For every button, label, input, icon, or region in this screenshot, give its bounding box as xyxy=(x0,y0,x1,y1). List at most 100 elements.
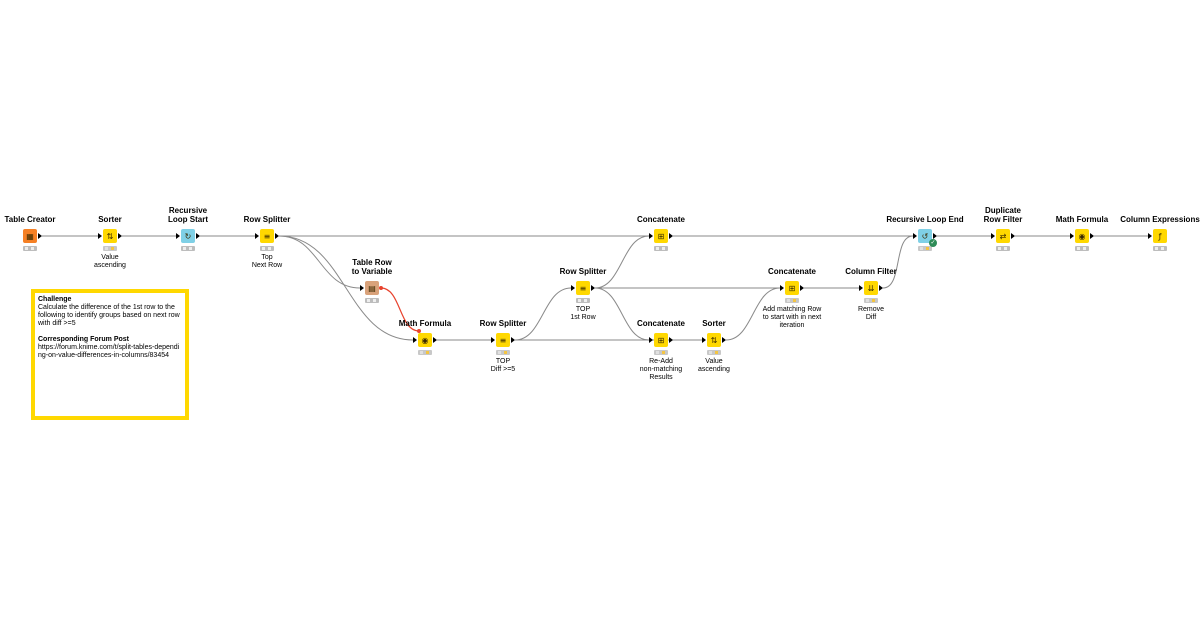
node-description: Value ascending xyxy=(698,358,730,373)
output-port[interactable] xyxy=(800,285,804,291)
input-port[interactable] xyxy=(491,337,495,343)
output-port[interactable] xyxy=(118,233,122,239)
node-status-indicator xyxy=(181,246,195,251)
connection-row-splitter-1-to-table-row-to-variable[interactable] xyxy=(278,235,361,289)
sorter-1-icon[interactable]: ⇅ xyxy=(103,229,117,243)
node-title: Math Formula xyxy=(398,319,452,328)
node-status-indicator xyxy=(496,350,510,355)
node-title: Column Filter xyxy=(845,267,897,276)
table-row-to-variable-icon[interactable]: ▤ xyxy=(365,281,379,295)
node-title: Row Splitter xyxy=(243,215,291,224)
node-title: Concatenate xyxy=(636,319,685,328)
concatenate-1-icon[interactable]: ⊞ xyxy=(654,229,668,243)
input-port[interactable] xyxy=(1070,233,1074,239)
node-description: Top Next Row xyxy=(251,254,283,269)
node-description: Re-Add non-matching Results xyxy=(639,358,683,381)
duplicate-row-filter-icon[interactable]: ⇄ xyxy=(996,229,1010,243)
connection-layer xyxy=(42,235,1148,341)
output-port[interactable] xyxy=(591,285,595,291)
node-status-indicator xyxy=(654,246,668,251)
connection-row-splitter-1-to-math-formula-1[interactable] xyxy=(278,235,414,341)
connection-row-splitter-2-to-row-splitter-3[interactable] xyxy=(514,287,572,341)
connection-sorter-2-to-concatenate-3[interactable] xyxy=(725,287,781,341)
output-port[interactable] xyxy=(722,337,726,343)
sorter-2-icon[interactable]: ⇅ xyxy=(707,333,721,347)
node-title: Table Row to Variable xyxy=(351,258,393,276)
row-splitter-1-icon[interactable]: ≡ xyxy=(260,229,274,243)
node-description: Value ascending xyxy=(94,254,126,269)
output-port[interactable] xyxy=(669,337,673,343)
annotation-heading: Challenge xyxy=(38,296,72,303)
math-formula-2-icon[interactable]: ◉ xyxy=(1075,229,1089,243)
recursive-loop-end-icon[interactable]: ↺ xyxy=(918,229,932,243)
input-port[interactable] xyxy=(176,233,180,239)
input-port[interactable] xyxy=(649,337,653,343)
output-port[interactable] xyxy=(1011,233,1015,239)
column-expressions-icon[interactable]: ƒ xyxy=(1153,229,1167,243)
node-title: Column Expressions xyxy=(1120,215,1200,224)
annotation-text: Calculate the difference of the 1st row … xyxy=(38,304,180,327)
input-port[interactable] xyxy=(571,285,575,291)
input-port[interactable] xyxy=(413,337,417,343)
connection-column-filter-to-recursive-loop-end[interactable] xyxy=(882,235,914,289)
connection-row-splitter-3-to-concatenate-2[interactable] xyxy=(594,287,650,341)
challenge-annotation[interactable]: Challenge Calculate the difference of th… xyxy=(31,289,189,420)
output-port[interactable] xyxy=(669,233,673,239)
input-port[interactable] xyxy=(780,285,784,291)
input-port[interactable] xyxy=(98,233,102,239)
node-title: Math Formula xyxy=(1055,215,1109,224)
concatenate-2-icon[interactable]: ⊞ xyxy=(654,333,668,347)
input-port[interactable] xyxy=(702,337,706,343)
input-port[interactable] xyxy=(859,285,863,291)
table-creator-icon[interactable]: ▦ xyxy=(23,229,37,243)
math-formula-1-icon[interactable]: ◉ xyxy=(418,333,432,347)
variable-input-port[interactable] xyxy=(417,329,421,333)
row-splitter-2-icon[interactable]: ≡ xyxy=(496,333,510,347)
input-port[interactable] xyxy=(991,233,995,239)
node-title: Table Creator xyxy=(4,215,56,224)
connection-row-splitter-3-to-concatenate-1[interactable] xyxy=(594,235,650,289)
row-splitter-3-icon[interactable]: ≡ xyxy=(576,281,590,295)
node-status-indicator xyxy=(707,350,721,355)
node-description: Add matching Row to start with in next i… xyxy=(762,306,822,329)
annotation-link-heading: Corresponding Forum Post xyxy=(38,336,129,343)
output-port[interactable] xyxy=(433,337,437,343)
node-status-indicator xyxy=(918,246,932,251)
node-title: Row Splitter xyxy=(559,267,607,276)
node-title: Duplicate Row Filter xyxy=(983,206,1023,224)
node-status-indicator xyxy=(864,298,878,303)
node-status-indicator xyxy=(365,298,379,303)
output-port[interactable] xyxy=(196,233,200,239)
output-port[interactable] xyxy=(933,233,937,239)
node-status-indicator xyxy=(23,246,37,251)
input-port[interactable] xyxy=(255,233,259,239)
node-description: TOP 1st Row xyxy=(570,306,596,321)
annotation-link[interactable]: https://forum.knime.com/t/split-tables-d… xyxy=(38,344,180,359)
output-port[interactable] xyxy=(38,233,42,239)
concatenate-3-icon[interactable]: ⊞ xyxy=(785,281,799,295)
connection-table-row-to-variable-to-math-formula-1[interactable] xyxy=(380,287,420,332)
input-port[interactable] xyxy=(649,233,653,239)
input-port[interactable] xyxy=(360,285,364,291)
node-title: Recursive Loop End xyxy=(886,215,964,224)
node-title: Concatenate xyxy=(636,215,685,224)
output-port[interactable] xyxy=(879,285,883,291)
variable-port[interactable] xyxy=(379,286,383,290)
recursive-loop-start-icon[interactable]: ↻ xyxy=(181,229,195,243)
node-status-indicator xyxy=(1153,246,1167,251)
column-filter-icon[interactable]: ⇊ xyxy=(864,281,878,295)
input-port[interactable] xyxy=(1148,233,1152,239)
node-title: Recursive Loop Start xyxy=(168,206,208,224)
output-port[interactable] xyxy=(1090,233,1094,239)
node-status-indicator xyxy=(654,350,668,355)
node-title: Row Splitter xyxy=(479,319,527,328)
node-status-indicator xyxy=(576,298,590,303)
output-port[interactable] xyxy=(511,337,515,343)
node-title: Sorter xyxy=(98,215,122,224)
input-port[interactable] xyxy=(913,233,917,239)
node-status-indicator xyxy=(418,350,432,355)
node-description: TOP Diff >=5 xyxy=(490,358,516,373)
node-status-indicator xyxy=(996,246,1010,251)
output-port[interactable] xyxy=(275,233,279,239)
